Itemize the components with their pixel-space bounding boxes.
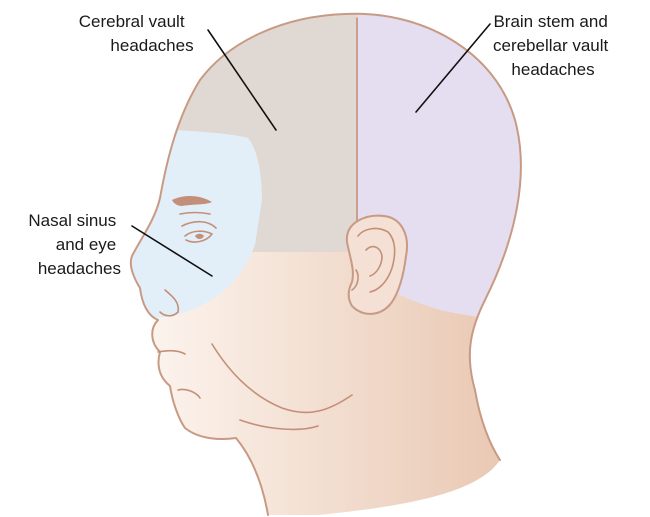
label-nasal-line1: Nasal sinus: [28, 211, 116, 230]
label-cerebral-vault: Cerebral vault headaches: [79, 12, 194, 55]
label-brainstem-line3: headaches: [511, 60, 594, 79]
label-brainstem-line1: Brain stem and: [493, 12, 607, 31]
label-nasal-line3: headaches: [38, 259, 121, 278]
label-brain-stem: Brain stem and cerebellar vault headache…: [493, 12, 613, 79]
label-cerebral-line2: headaches: [110, 36, 193, 55]
label-nasal-line2: and eye: [56, 235, 117, 254]
label-cerebral-line1: Cerebral vault: [79, 12, 185, 31]
label-brainstem-line2: cerebellar vault: [493, 36, 609, 55]
label-nasal-sinus: Nasal sinus and eye headaches: [28, 211, 121, 278]
